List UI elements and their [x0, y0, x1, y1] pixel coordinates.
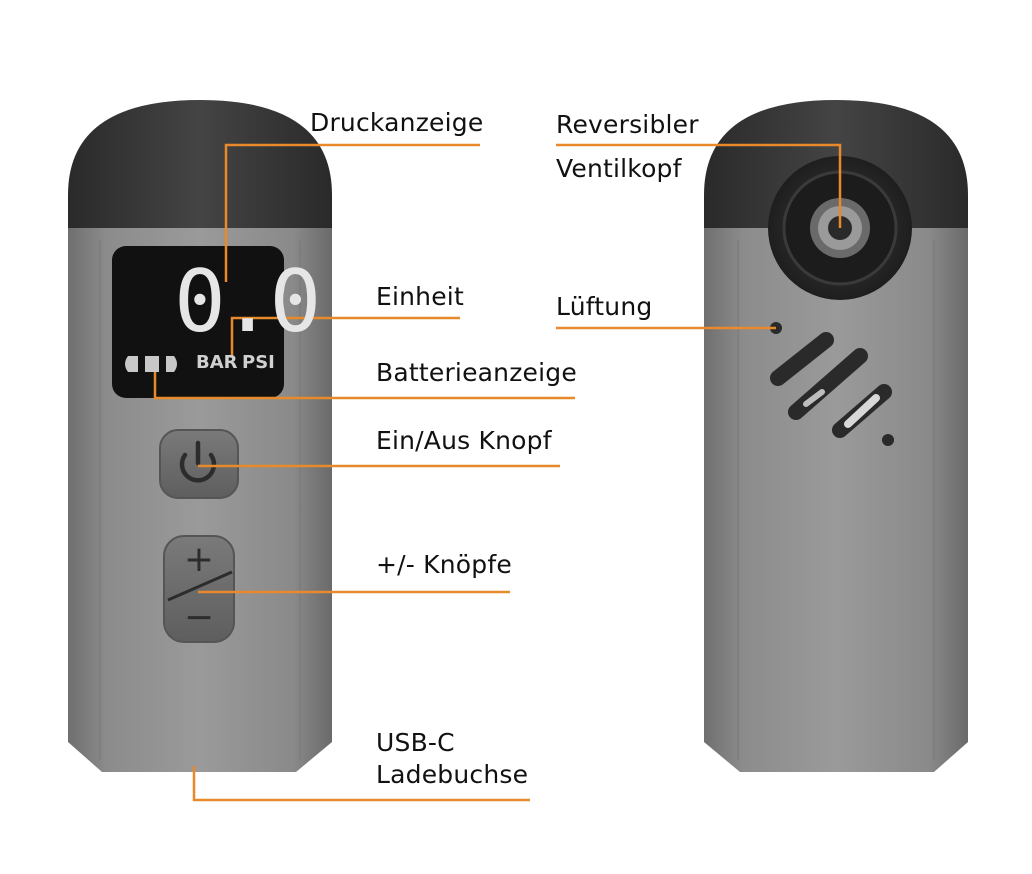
power-button[interactable] [160, 430, 238, 498]
lcd-unit-bar: BAR [196, 352, 238, 373]
label-ein-aus-knopf: Ein/Aus Knopf [376, 426, 552, 455]
plus-minus-button-shape [163, 535, 235, 643]
lcd-unit-psi: PSI [242, 352, 275, 373]
callout-lines [153, 143, 842, 802]
callout-line-usb [192, 766, 530, 802]
callout-line-einheit [230, 316, 460, 356]
lcd-reading: 0.0 [174, 252, 321, 352]
front-top-cap [68, 100, 332, 230]
label-usb-c: USB-C [376, 728, 455, 757]
callout-line-batterie [153, 372, 575, 400]
label-ladebuchse: Ladebuchse [376, 760, 529, 789]
minus-button[interactable]: − [183, 597, 215, 638]
label-lueftung: Lüftung [556, 292, 653, 321]
label-einheit: Einheit [376, 282, 464, 311]
callout-line-ventil [556, 143, 842, 228]
label-druckanzeige: Druckanzeige [310, 108, 484, 137]
power-icon [179, 440, 217, 483]
label-reversibler: Reversibler [556, 110, 699, 139]
back-device [704, 100, 968, 772]
label-plus-minus-knoepfe: +/- Knöpfe [376, 550, 512, 579]
lcd-battery-icon [125, 356, 177, 372]
callout-line-druckanzeige [224, 143, 480, 282]
label-batterieanzeige: Batterieanzeige [376, 358, 577, 387]
label-ventilkopf: Ventilkopf [556, 154, 682, 183]
front-device [68, 100, 332, 772]
plus-button[interactable]: + [183, 539, 215, 580]
back-body [704, 228, 968, 772]
vent-slots [770, 322, 894, 446]
